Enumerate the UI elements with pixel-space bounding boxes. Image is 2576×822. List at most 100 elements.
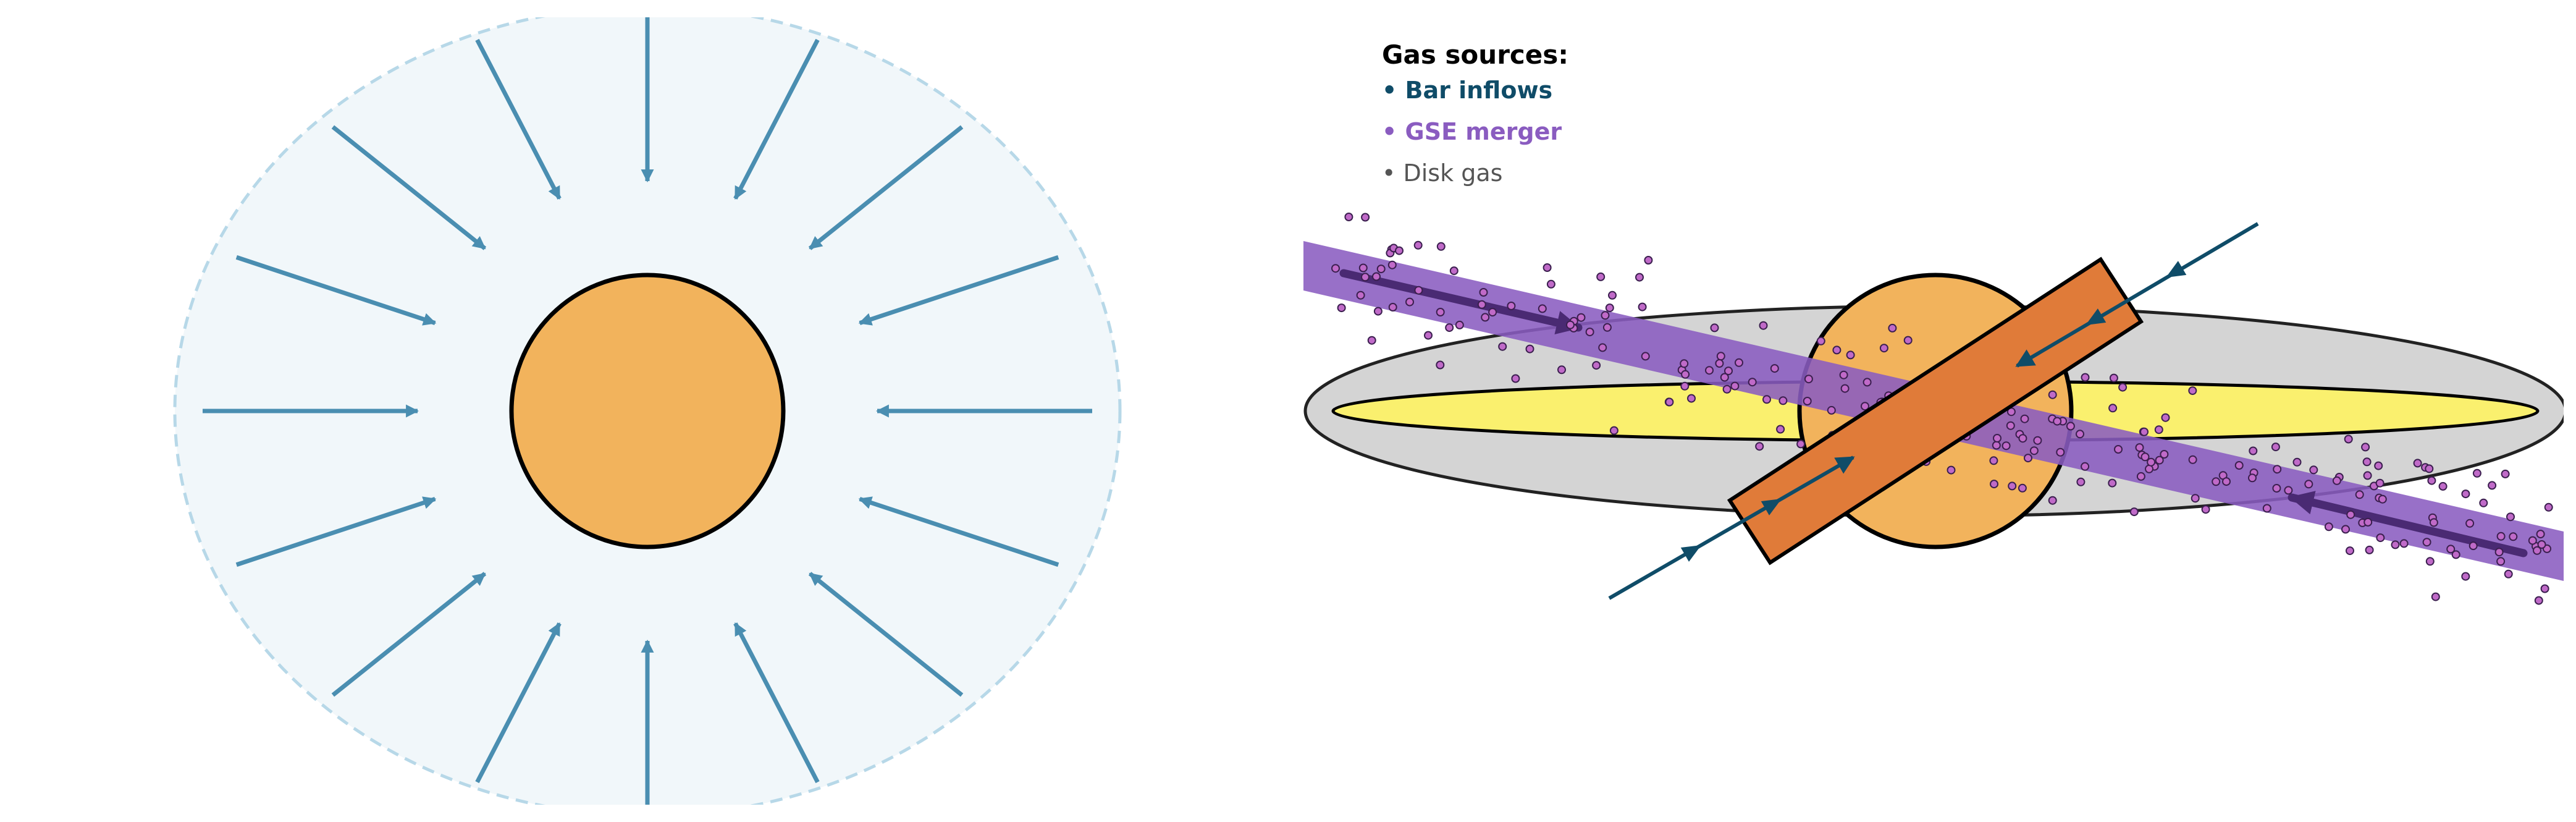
gse-debris-point — [1687, 394, 1696, 403]
gse-debris-point — [1424, 331, 1433, 340]
gse-debris-point — [1680, 359, 1689, 368]
gse-debris-point — [1863, 378, 1872, 387]
gse-debris-point — [1710, 323, 1719, 333]
gse-debris-point — [1498, 342, 1507, 351]
gse-debris-point — [2053, 417, 2062, 426]
gse-debris-point — [2376, 533, 2385, 543]
gse-debris-point — [2324, 522, 2333, 532]
gse-debris-point — [2461, 489, 2470, 499]
gse-debris-point — [1755, 442, 1764, 451]
gse-debris-point — [1839, 370, 1848, 379]
gse-debris-point — [1638, 302, 1647, 311]
gse-debris-point — [2363, 517, 2373, 527]
gse-debris-point — [2472, 468, 2481, 478]
gse-debris-point — [1405, 297, 1414, 307]
gse-debris-point — [2160, 450, 2169, 459]
gse-debris-point — [1608, 290, 1617, 300]
gse-debris-point — [1576, 313, 1586, 322]
inflow-arrow — [235, 496, 437, 567]
gse-debris-point — [1602, 323, 1612, 332]
gse-debris-point — [1449, 266, 1458, 276]
gse-debris-point — [1903, 336, 1913, 345]
gse-debris-point — [1715, 359, 1724, 368]
gse-debris-point — [1989, 456, 1998, 465]
gse-debris-point — [1436, 360, 1445, 370]
gse-debris-point — [2140, 452, 2150, 462]
gse-debris-point — [1846, 350, 1855, 360]
gse-arrow-right — [2288, 491, 2528, 557]
bar-inflow-upper — [2015, 222, 2259, 368]
gse-debris-point — [2033, 436, 2042, 445]
gse-debris-point — [2056, 447, 2065, 457]
gse-debris-point — [1525, 344, 1534, 354]
gse-debris-point — [2488, 481, 2497, 490]
gse-debris-point — [2496, 557, 2506, 566]
gse-debris-point — [1601, 311, 1610, 320]
gse-debris-point — [1414, 286, 1423, 295]
gse-debris-point — [2332, 476, 2341, 485]
gse-debris-point — [1722, 384, 1732, 394]
inflow-arrowhead — [2086, 308, 2107, 326]
gse-debris-point — [1681, 370, 1690, 379]
gse-debris-point — [2222, 477, 2231, 486]
legend-item-gse-merger: • GSE merger — [1382, 118, 1562, 145]
gse-debris-point — [1557, 365, 1566, 375]
gse-debris-point — [1680, 381, 1690, 391]
gse-debris-point — [2020, 414, 2029, 423]
gse-debris-point — [2438, 481, 2448, 491]
gse-debris-point — [2024, 454, 2032, 463]
gse-debris-point — [2536, 530, 2545, 539]
gse-debris-point — [2262, 504, 2271, 513]
gse-debris-point — [1748, 378, 1757, 387]
gse-debris-point — [2108, 478, 2117, 488]
gse-debris-point — [1358, 263, 1368, 273]
gse-debris-point — [2427, 476, 2436, 485]
gse-debris-point — [1596, 272, 1606, 281]
gse-debris-point — [1888, 323, 1897, 333]
gse-debris-point — [2446, 544, 2456, 554]
gse-debris-point — [2363, 471, 2372, 480]
inflow-arrowhead — [1680, 545, 1702, 562]
left-panel — [173, 17, 1122, 805]
gse-debris-point — [2188, 386, 2197, 396]
gse-debris-point — [2378, 494, 2387, 504]
gse-debris-point — [1609, 426, 1618, 435]
gse-debris-point — [1413, 240, 1423, 250]
inflow-arrow — [733, 622, 820, 784]
gse-debris-point — [1947, 465, 1956, 475]
gse-debris-point — [2076, 430, 2084, 439]
gse-debris-point — [2346, 546, 2354, 556]
gse-debris-point — [2048, 496, 2057, 505]
gse-debris-point — [1585, 328, 1594, 337]
gse-debris-point — [1605, 303, 1614, 313]
gse-debris-points — [1331, 213, 2553, 605]
gse-debris-point — [2018, 434, 2027, 443]
gse-debris-point — [1436, 242, 1446, 251]
gse-debris-point — [2188, 455, 2197, 464]
gse-debris-point — [1538, 304, 1547, 313]
gse-debris-point — [1356, 290, 1365, 300]
inflow-arrow — [475, 622, 562, 784]
gse-debris-point — [1778, 396, 1788, 405]
gse-debris-point — [2375, 478, 2384, 488]
gse-debris-point — [2284, 486, 2293, 495]
gse-debris-point — [2001, 441, 2011, 451]
gse-debris-point — [2081, 462, 2090, 471]
gse-debris-point — [2544, 502, 2553, 512]
gse-debris-point — [1716, 352, 1725, 361]
gse-debris-point — [2509, 532, 2518, 541]
gse-debris-point — [1759, 321, 1768, 330]
gse-debris-point — [1488, 308, 1497, 317]
gse-debris-point — [1832, 345, 1842, 355]
gse-debris-point — [2451, 550, 2460, 559]
gse-debris-point — [2346, 510, 2355, 519]
gse-debris-point — [2161, 413, 2170, 422]
gse-debris-point — [2114, 445, 2123, 454]
inflow-arrow — [733, 38, 820, 200]
gse-debris-point — [2273, 465, 2282, 474]
gse-debris-point — [1827, 405, 1836, 415]
gse-debris-point — [1481, 313, 1490, 322]
gse-debris-point — [1388, 303, 1397, 311]
gse-debris-point — [1373, 307, 1383, 316]
gse-debris-point — [2304, 480, 2313, 489]
